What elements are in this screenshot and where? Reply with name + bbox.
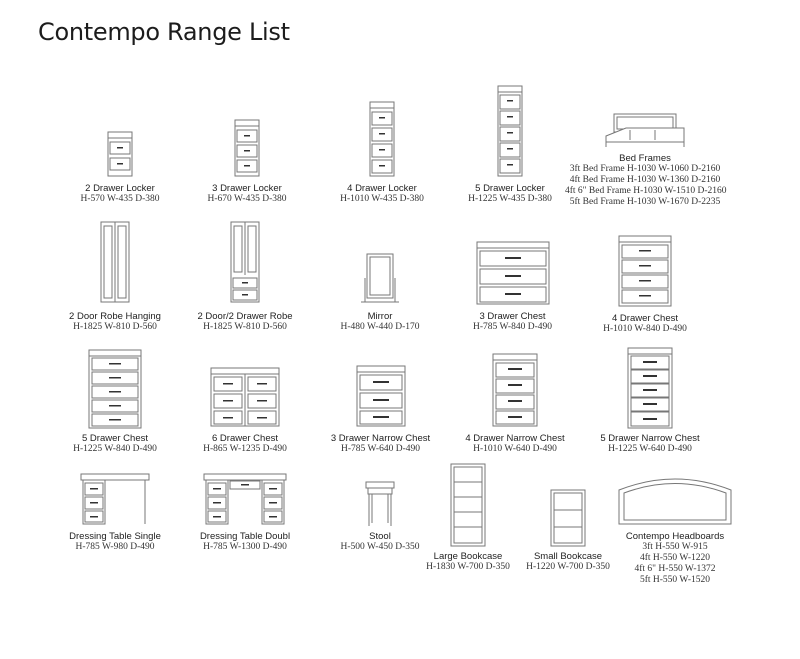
product-dimensions: H-1010 W-640 D-490: [473, 444, 557, 454]
product-name: 6 Drawer Chest: [212, 433, 278, 444]
headboard-size-line: 5ft H-550 W-1520: [639, 575, 710, 585]
product-name: 2 Drawer Locker: [85, 183, 155, 194]
product-dimensions: H-1830 W-700 D-350: [426, 562, 510, 572]
product-dimensions: H-480 W-440 D-170: [340, 322, 420, 332]
product-5-drawer-locker: 5 Drawer Locker H-1225 W-435 D-380: [455, 84, 565, 205]
bed-frame-size-line: 3ft Bed Frame H-1030 W-1060 D-2160: [569, 164, 721, 174]
product-name: Bed Frames: [619, 153, 671, 164]
product-contempo-headboards: Contempo Headboards 3ft H-550 W-915 4ft …: [610, 474, 740, 586]
product-5-drawer-narrow-chest: 5 Drawer Narrow Chest H-1225 W-640 D-490: [585, 346, 715, 455]
product-dimensions: H-1825 W-810 D-560: [73, 322, 157, 332]
5-drawer-chest-illustration: [88, 349, 142, 429]
product-dressing-table-double: Dressing Table Doubl H-785 W-1300 D-490: [190, 470, 300, 553]
product-dimensions: H-785 W-840 D-490: [473, 322, 552, 332]
product-bed-frames: Bed Frames 3ft Bed Frame H-1030 W-1060 D…: [565, 112, 727, 208]
product-name: 3 Drawer Chest: [479, 311, 546, 322]
product-small-bookcase: Small Bookcase H-1220 W-700 D-350: [518, 488, 618, 573]
4-drawer-chest-illustration: [618, 235, 672, 307]
stool-illustration: [365, 481, 395, 526]
product-name: 5 Drawer Chest: [82, 433, 148, 444]
product-name: Dressing Table Single: [69, 531, 161, 542]
5-drawer-narrow-chest-illustration: [627, 347, 673, 429]
product-name: 4 Drawer Chest: [612, 313, 678, 324]
product-2-drawer-locker: 2 Drawer Locker H-570 W-435 D-380: [70, 130, 170, 205]
product-name: Large Bookcase: [433, 551, 503, 562]
product-dimensions: H-785 W-980 D-490: [75, 542, 155, 552]
product-dimensions: H-785 W-640 D-490: [341, 444, 420, 454]
large-bookcase-illustration: [450, 463, 486, 547]
product-3-drawer-narrow-chest: 3 Drawer Narrow Chest H-785 W-640 D-490: [318, 364, 443, 455]
product-4-drawer-locker: 4 Drawer Locker H-1010 W-435 D-380: [327, 100, 437, 205]
6-drawer-chest-illustration: [210, 367, 280, 427]
product-4-drawer-chest: 4 Drawer Chest H-1010 W-840 D-490: [590, 234, 700, 335]
product-6-drawer-chest: 6 Drawer Chest H-865 W-1235 D-490: [190, 366, 300, 455]
bed-frame-size-line: 4ft 6" Bed Frame H-1030 W-1510 D-2160: [565, 186, 727, 196]
product-name: Small Bookcase: [533, 551, 603, 562]
headboard-size-line: 4ft 6" H-550 W-1372: [634, 564, 716, 574]
4-drawer-locker-illustration: [369, 101, 395, 177]
headboard-illustration: [618, 478, 732, 525]
5-drawer-locker-illustration: [497, 85, 523, 177]
product-name: 3 Drawer Narrow Chest: [330, 433, 431, 444]
3-drawer-chest-illustration: [476, 241, 549, 305]
3-drawer-narrow-chest-illustration: [356, 365, 405, 427]
product-dimensions: H-865 W-1235 D-490: [203, 444, 287, 454]
product-dimensions: H-1220 W-700 D-350: [526, 562, 610, 572]
product-name: Contempo Headboards: [625, 531, 725, 542]
product-mirror: Mirror H-480 W-440 D-170: [325, 250, 435, 333]
product-dimensions: H-1225 W-435 D-380: [468, 194, 552, 204]
product-dimensions: H-1010 W-435 D-380: [340, 194, 424, 204]
2-drawer-locker-illustration: [107, 131, 133, 177]
product-3-drawer-chest: 3 Drawer Chest H-785 W-840 D-490: [455, 240, 570, 333]
product-dimensions: H-1010 W-840 D-490: [603, 324, 687, 334]
product-dimensions: H-1825 W-810 D-560: [203, 322, 287, 332]
product-name: 2 Door/2 Drawer Robe: [197, 311, 293, 322]
product-name: 2 Door Robe Hanging: [69, 311, 161, 322]
page-title: Contempo Range List: [38, 18, 290, 46]
product-2-door-robe-hanging: 2 Door Robe Hanging H-1825 W-810 D-560: [60, 220, 170, 333]
product-dimensions: H-500 W-450 D-350: [340, 542, 420, 552]
product-name: 3 Drawer Locker: [212, 183, 282, 194]
4-drawer-narrow-chest-illustration: [492, 353, 538, 427]
dressing-table-single-illustration: [80, 473, 150, 525]
headboard-size-line: 3ft H-550 W-915: [642, 542, 708, 552]
mirror-illustration: [361, 253, 399, 303]
dressing-table-double-illustration: [203, 473, 287, 525]
product-3-drawer-locker: 3 Drawer Locker H-670 W-435 D-380: [197, 118, 297, 205]
product-name: Mirror: [367, 311, 393, 322]
product-name: 4 Drawer Narrow Chest: [465, 433, 565, 444]
headboard-size-line: 4ft H-550 W-1220: [639, 553, 710, 563]
product-name: 4 Drawer Locker: [347, 183, 417, 194]
product-5-drawer-chest: 5 Drawer Chest H-1225 W-840 D-490: [60, 348, 170, 455]
product-stool: Stool H-500 W-450 D-350: [325, 478, 435, 553]
product-dimensions: H-570 W-435 D-380: [80, 194, 160, 204]
product-dimensions: H-1225 W-640 D-490: [608, 444, 692, 454]
2-door-2-drawer-robe-illustration: [230, 221, 260, 303]
small-bookcase-illustration: [550, 489, 586, 547]
product-name: Stool: [369, 531, 391, 542]
product-large-bookcase: Large Bookcase H-1830 W-700 D-350: [418, 462, 518, 573]
bed-frame-illustration: [605, 113, 685, 147]
product-name: Dressing Table Doubl: [199, 531, 291, 542]
bed-frame-size-line: 5ft Bed Frame H-1030 W-1670 D-2235: [569, 197, 721, 207]
product-dimensions: H-1225 W-840 D-490: [73, 444, 157, 454]
product-name: 5 Drawer Locker: [475, 183, 545, 194]
bed-frame-size-line: 4ft Bed Frame H-1030 W-1360 D-2160: [569, 175, 721, 185]
2-door-robe-illustration: [100, 221, 130, 303]
product-4-drawer-narrow-chest: 4 Drawer Narrow Chest H-1010 W-640 D-490: [450, 352, 580, 455]
product-dimensions: H-670 W-435 D-380: [207, 194, 287, 204]
3-drawer-locker-illustration: [234, 119, 260, 177]
product-dimensions: H-785 W-1300 D-490: [203, 542, 287, 552]
product-name: 5 Drawer Narrow Chest: [600, 433, 700, 444]
product-2-door-2-drawer-robe: 2 Door/2 Drawer Robe H-1825 W-810 D-560: [190, 220, 300, 333]
product-dressing-table-single: Dressing Table Single H-785 W-980 D-490: [60, 470, 170, 553]
